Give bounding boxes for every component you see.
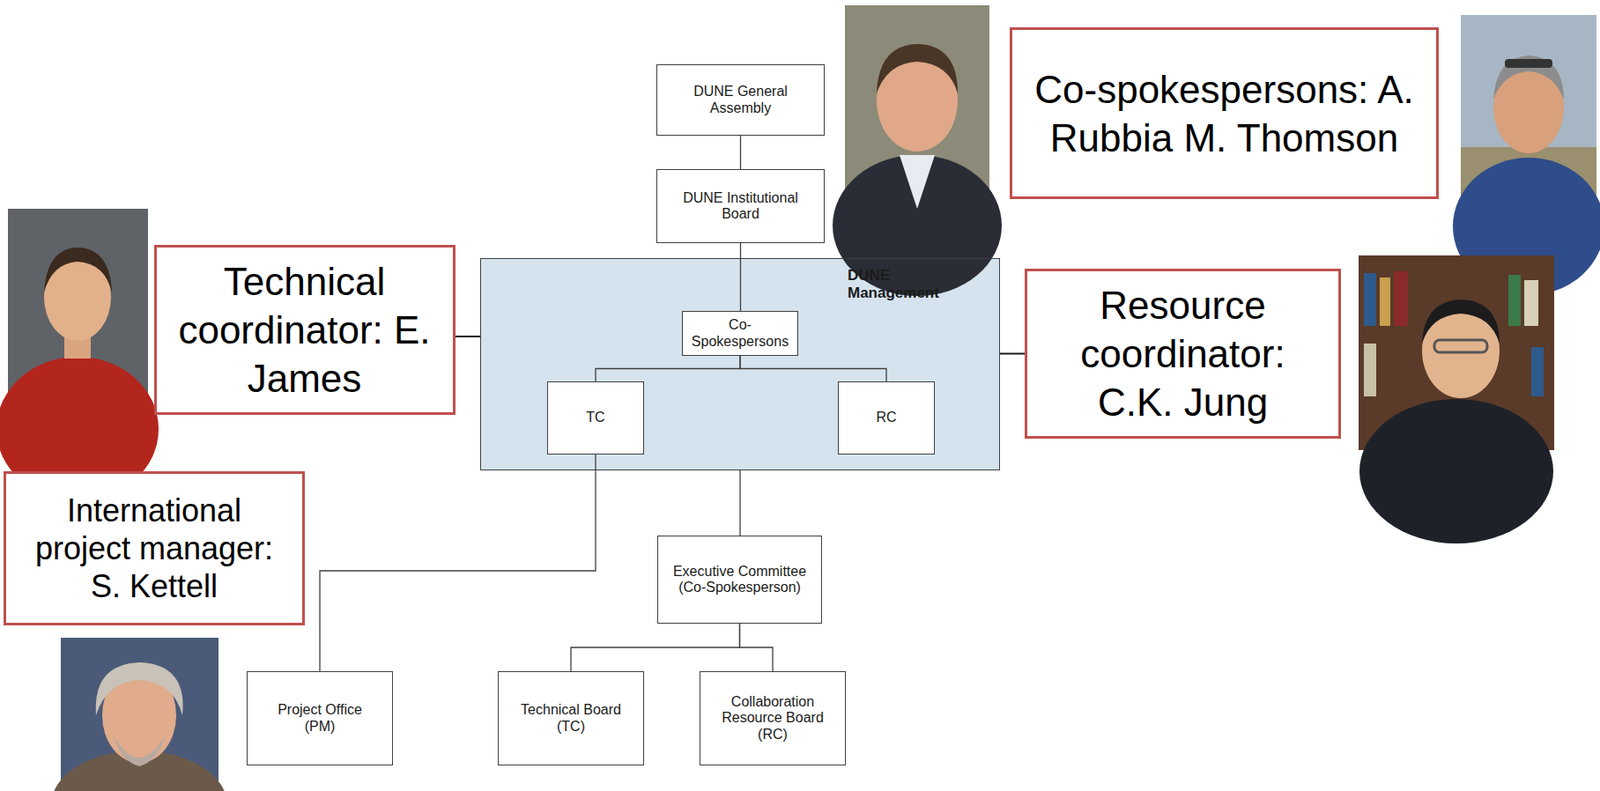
node-label: Technical coordinator: E. James <box>172 257 438 403</box>
node-label: TC <box>585 409 605 426</box>
node-label: Co- Spokespersons <box>689 317 792 350</box>
node-label: RC <box>875 409 897 426</box>
office-box: Project Office (PM) <box>246 671 393 766</box>
node-label: Executive Committee (Co-Spokesperson) <box>669 563 811 597</box>
board-box: Collaboration Resource Board (RC) <box>699 671 846 766</box>
committee-box: Executive Committee (Co-Spokesperson) <box>657 535 823 624</box>
connector-line <box>740 355 887 382</box>
callout-box: Technical coordinator: E. James <box>154 244 456 415</box>
connector-line <box>740 243 741 312</box>
callout-box: Co-spokespersons: A. Rubbia M. Thomson <box>1009 27 1439 200</box>
node-label: Collaboration Resource Board (RC) <box>715 694 830 743</box>
node-label: Technical Board (TC) <box>513 702 629 735</box>
node-label: DUNE Management <box>847 266 954 304</box>
callout-box: Resource coordinator: C.K. Jung <box>1024 268 1341 439</box>
board-box: Technical Board (TC) <box>497 671 645 766</box>
node-label: DUNE General Assembly <box>674 83 808 117</box>
connector-line <box>740 135 741 170</box>
portrait-photo <box>0 208 159 502</box>
node-label: Co-spokespersons: A. Rubbia M. Thomson <box>1030 65 1419 163</box>
portrait-photo <box>51 637 228 791</box>
portrait-photo <box>1358 255 1555 544</box>
portrait-photo <box>832 5 1002 297</box>
board-box: DUNE Institutional Board <box>656 169 825 244</box>
node-label: International project manager: S. Kettel… <box>22 491 287 607</box>
management-band: DUNE ManagementCo- SpokespersonsTC RC <box>480 258 1000 471</box>
connector-line <box>455 335 482 338</box>
connector-line <box>595 355 741 382</box>
connector-line <box>570 623 741 672</box>
node-label: Project Office (PM) <box>266 702 373 735</box>
connector-line <box>319 454 596 672</box>
connector-line <box>740 623 774 672</box>
node-label: Resource coordinator: C.K. Jung <box>1042 281 1325 427</box>
coordinator-box: TC <box>547 381 645 455</box>
portrait-photo <box>1452 14 1600 296</box>
callout-box: International project manager: S. Kettel… <box>3 471 305 626</box>
node-label: DUNE Institutional Board <box>674 190 808 223</box>
coordinator-box: RC <box>837 381 935 455</box>
assembly-box: DUNE General Assembly <box>656 64 825 136</box>
connector-line <box>1000 353 1025 356</box>
connector-line <box>739 470 741 536</box>
spokespersons-box: Co- Spokespersons <box>681 311 799 356</box>
